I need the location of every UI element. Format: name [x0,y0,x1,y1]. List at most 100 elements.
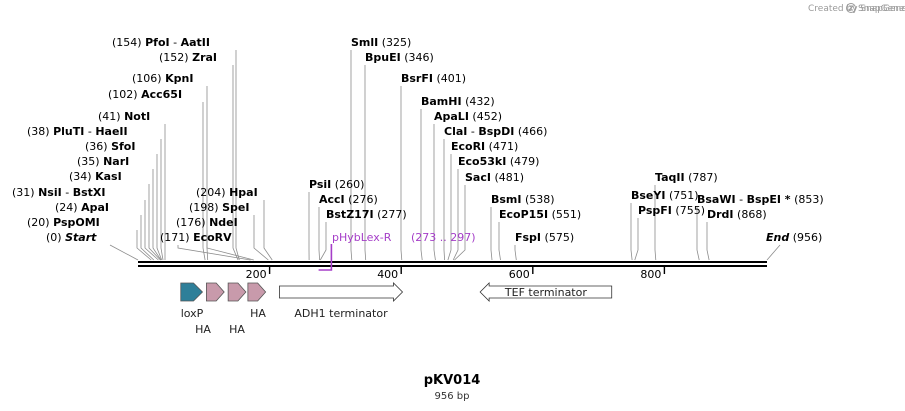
feature-ha-arrow [206,282,225,302]
site-leader [152,169,162,261]
site-label-saci: SacI (481) [465,171,524,184]
site-label-hpai: (204) HpaI [196,186,258,199]
site-leader [454,185,466,261]
feature-ha-arrow [247,282,267,302]
site-leader [654,185,657,261]
site-leader [263,200,273,261]
feature-loxp-arrow [180,282,204,302]
site-label-psii: PsiI (260) [309,178,364,191]
primer-pHybLex-R: pHybLex-R (273 .. 297) [318,231,476,271]
site-label-zrai: (152) ZraI [159,51,217,64]
site-label-apai: (24) ApaI [55,201,109,214]
ruler-tick-label: 200 [246,268,267,281]
primer-range: (273 .. 297) [411,231,476,244]
site-label-nari: (35) NarI [77,155,129,168]
site-leader [490,207,493,261]
site-leader [514,245,517,261]
site-label-start: (0) Start [46,231,97,244]
site-label-sfoi: (36) SfoI [85,140,135,153]
site-leader [630,203,633,261]
site-label-kasi: (34) KasI [69,170,122,183]
credit-text: Created by SnapGene [808,4,905,14]
ruler-tick-label: 600 [509,268,530,281]
site-label-bsawi: BsaWI - BspEI * (853) [697,193,824,206]
feature-tef-terminator-label: TEF terminator [504,286,587,299]
site-label-pspfi: PspFI (755) [638,204,705,217]
site-label-pspomi: (20) PspOMI [27,216,100,229]
site-leader [177,245,251,261]
site-leader [400,86,403,261]
site-label-ecori: EcoRI (471) [451,140,518,153]
site-label-acci: AccI (276) [319,193,378,206]
restriction-sites: (154) PfoI - AatII (152) ZraI (106) KpnI (1… [12,36,824,244]
site-leader [109,244,139,261]
site-label-pfoi: (154) PfoI - AatII [112,36,210,49]
site-label-end: End (956) [766,231,822,244]
site-label-clai: ClaI - BspDI (466) [444,125,547,138]
site-label-bseyi: BseYI (751) [631,189,699,202]
site-leader [148,184,161,261]
site-label-pluti: (38) PluTI - HaeII [27,125,128,138]
site-label-drdi: DrdI (868) [707,208,767,221]
site-leader [696,207,700,261]
site-label-apali: ApaLI (452) [434,110,502,123]
site-label-kpni: (106) KpnI [132,72,193,85]
site-leader [706,222,710,261]
feature-adh1-terminator-arrow [279,282,404,302]
site-leader [140,215,155,261]
feature-loxp-label: loxP [181,307,204,320]
dna-backbone [138,261,767,267]
site-label-eco53ki: Eco53kI (479) [458,155,539,168]
site-leader [136,230,152,261]
site-leader [498,222,501,261]
ruler: 200 400 600 800 [246,266,666,281]
site-label-acc65i: (102) Acc65I [108,88,182,101]
site-leader [433,124,436,261]
site-leader [318,207,320,261]
site-leader [319,222,327,261]
feature-ha-arrow [227,282,247,302]
site-leader [156,154,163,261]
snapgene-logo-icon [846,3,856,13]
site-leader [206,230,254,261]
site-label-taqii: TaqII (787) [655,171,718,184]
ruler-tick-label: 400 [377,268,398,281]
site-leader-lines [109,50,781,261]
site-label-smli: SmlI (325) [351,36,411,49]
site-leader [350,50,353,261]
site-leader [766,244,781,261]
site-label-ecorv: (171) EcoRV [160,231,232,244]
site-label-bsmi: BsmI (538) [491,193,555,206]
plasmid-name: pKV014 [424,373,481,388]
site-label-fspi: FspI (575) [515,231,574,244]
site-label-bamhi: BamHI (432) [421,95,495,108]
site-leader [452,169,459,261]
site-leader [420,109,423,261]
feature-tef-terminator-arrow [479,282,613,302]
site-leader [634,218,639,261]
site-leader [364,65,367,261]
site-label-noti: (41) NotI [98,110,150,123]
credit-brand: SnapGene [858,4,905,14]
site-label-bstz17i: BstZ17I (277) [326,208,407,221]
site-leader [144,200,159,261]
primer-name: pHybLex-R [332,231,392,244]
site-label-ndei: (176) NdeI [176,216,238,229]
site-leader [160,139,164,261]
site-label-nsii: (31) NsiI - BstXI [12,186,105,199]
feature-ha-label: HA [229,323,245,336]
site-leader [253,215,269,261]
site-leader [202,102,206,261]
plasmid-length: 956 bp [435,391,470,402]
site-label-ecop15i: EcoP15I (551) [499,208,581,221]
site-label-bpuei: BpuEI (346) [365,51,434,64]
ruler-tick-label: 800 [640,268,661,281]
feature-ha-label: HA [250,307,266,320]
features: loxP HA HA HA ADH1 terminator TEF terminator [180,282,613,336]
site-leader [232,65,239,261]
site-leader [447,154,452,261]
feature-ha-label: HA [195,323,211,336]
feature-adh1-terminator-label: ADH1 terminator [294,307,388,320]
site-leader [443,139,445,261]
site-label-spei: (198) SpeI [189,201,249,214]
